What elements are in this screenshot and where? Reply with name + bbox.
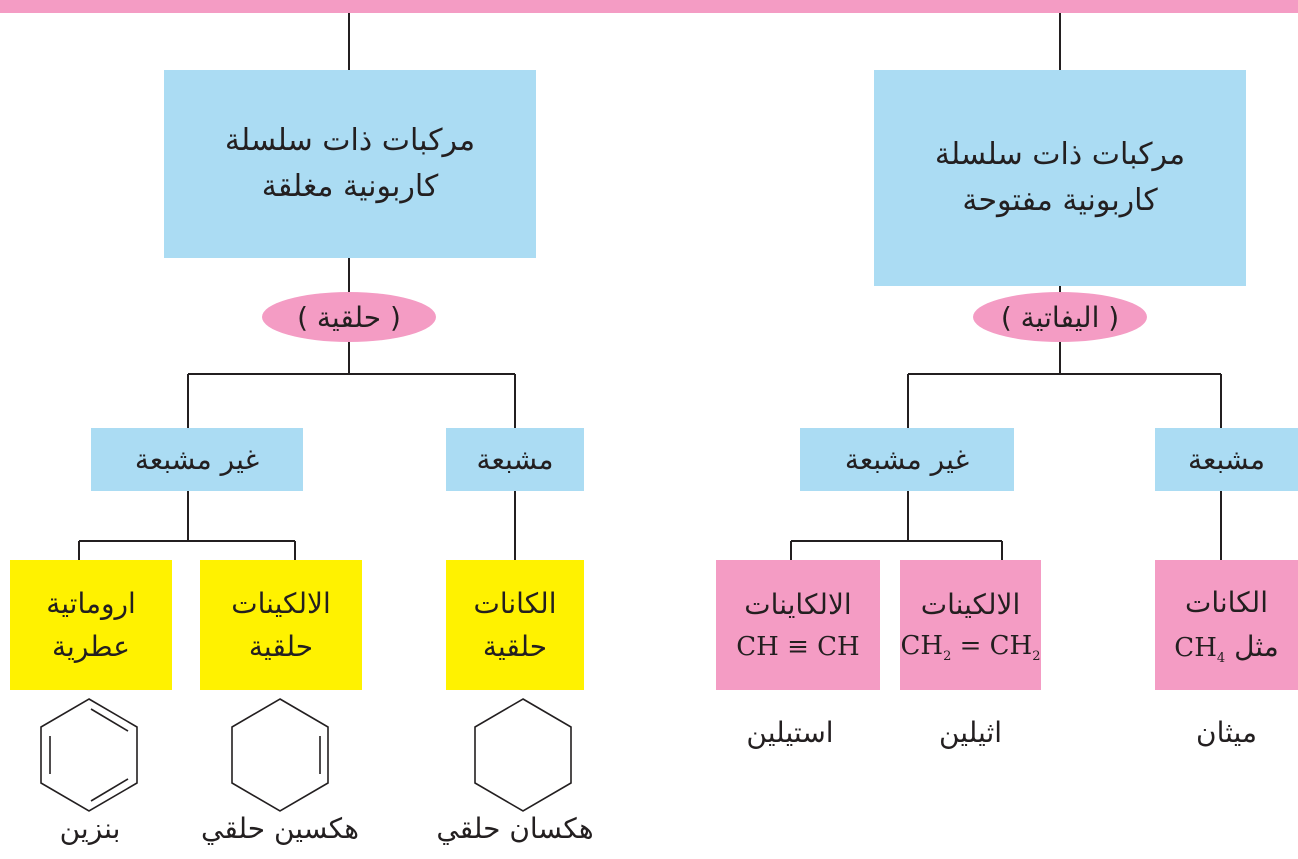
closed-chain-title-line1: مركبات ذات سلسلة [224,122,476,158]
alkynes-label: الالكاينات [744,588,852,622]
open-chain-title-box: مركبات ذات سلسلة كاربونية مفتوحة [874,70,1246,286]
alkenes-label: الالكينات [920,587,1021,621]
ethylene-formula: CH2 = CH2 [900,631,1041,665]
methane-formula-row: مثل CH4 [1174,625,1278,669]
alkanes-label: الكانات [1185,586,1268,620]
methane-caption: ميثان [1196,716,1257,749]
closed-unsaturated-label: غير مشبعة [134,442,260,476]
aromatic-line2: عطرية [52,630,130,663]
open-unsaturated-box: غير مشبعة [800,428,1014,491]
closed-chain-title-box: مركبات ذات سلسلة كاربونية مغلقة [164,70,536,258]
open-saturated-label: مشبعة [1188,442,1265,476]
acetylene-caption: استيلين [746,716,834,749]
top-bar [0,0,1298,13]
alkenes-box: الالكينات CH2 = CH2 [900,560,1041,690]
example-prefix: مثل [1234,629,1279,663]
open-saturated-box: مشبعة [1155,428,1298,491]
benzene-icon [40,698,138,812]
cycloalkanes-line1: الكانات [473,586,557,620]
ethylene-caption: اثيلين [938,716,1003,749]
open-unsaturated-label: غير مشبعة [844,442,970,476]
cyclohexane-caption: هكسان حلقي [436,812,594,845]
cycloalkanes-box: الكانات حلقية [446,560,584,690]
benzene-caption: بنزين [59,812,121,845]
cyclohexane-icon [474,698,572,812]
cycloalkenes-line2: حلقية [248,630,314,663]
cyclohexene-caption: هكسين حلقي [201,812,359,845]
cyclic-label: ( حلقية ) [297,300,401,334]
aromatic-box: اروماتية عطرية [10,560,172,690]
closed-chain-title-line2: كاربونية مغلقة [261,169,439,204]
cycloalkenes-box: الالكينات حلقية [200,560,362,690]
aliphatic-label: ( اليفاتية ) [1000,300,1120,334]
closed-unsaturated-box: غير مشبعة [91,428,303,491]
alkynes-box: الالكاينات CH ≡ CH [716,560,880,690]
open-chain-title-line2: كاربونية مفتوحة [962,183,1158,218]
closed-saturated-label: مشبعة [476,442,554,476]
methane-formula: CH4 [1174,632,1226,666]
cyclohexene-icon [231,698,329,812]
cycloalkenes-line1: الالكينات [231,586,331,620]
closed-saturated-box: مشبعة [446,428,584,491]
acetylene-formula: CH ≡ CH [736,631,860,662]
aliphatic-ellipse: ( اليفاتية ) [973,292,1147,342]
cyclic-ellipse: ( حلقية ) [262,292,436,342]
open-chain-title-line1: مركبات ذات سلسلة [934,136,1186,172]
alkanes-box: الكانات مثل CH4 [1155,560,1298,690]
aromatic-line1: اروماتية [46,586,136,620]
cycloalkanes-line2: حلقية [482,630,548,663]
